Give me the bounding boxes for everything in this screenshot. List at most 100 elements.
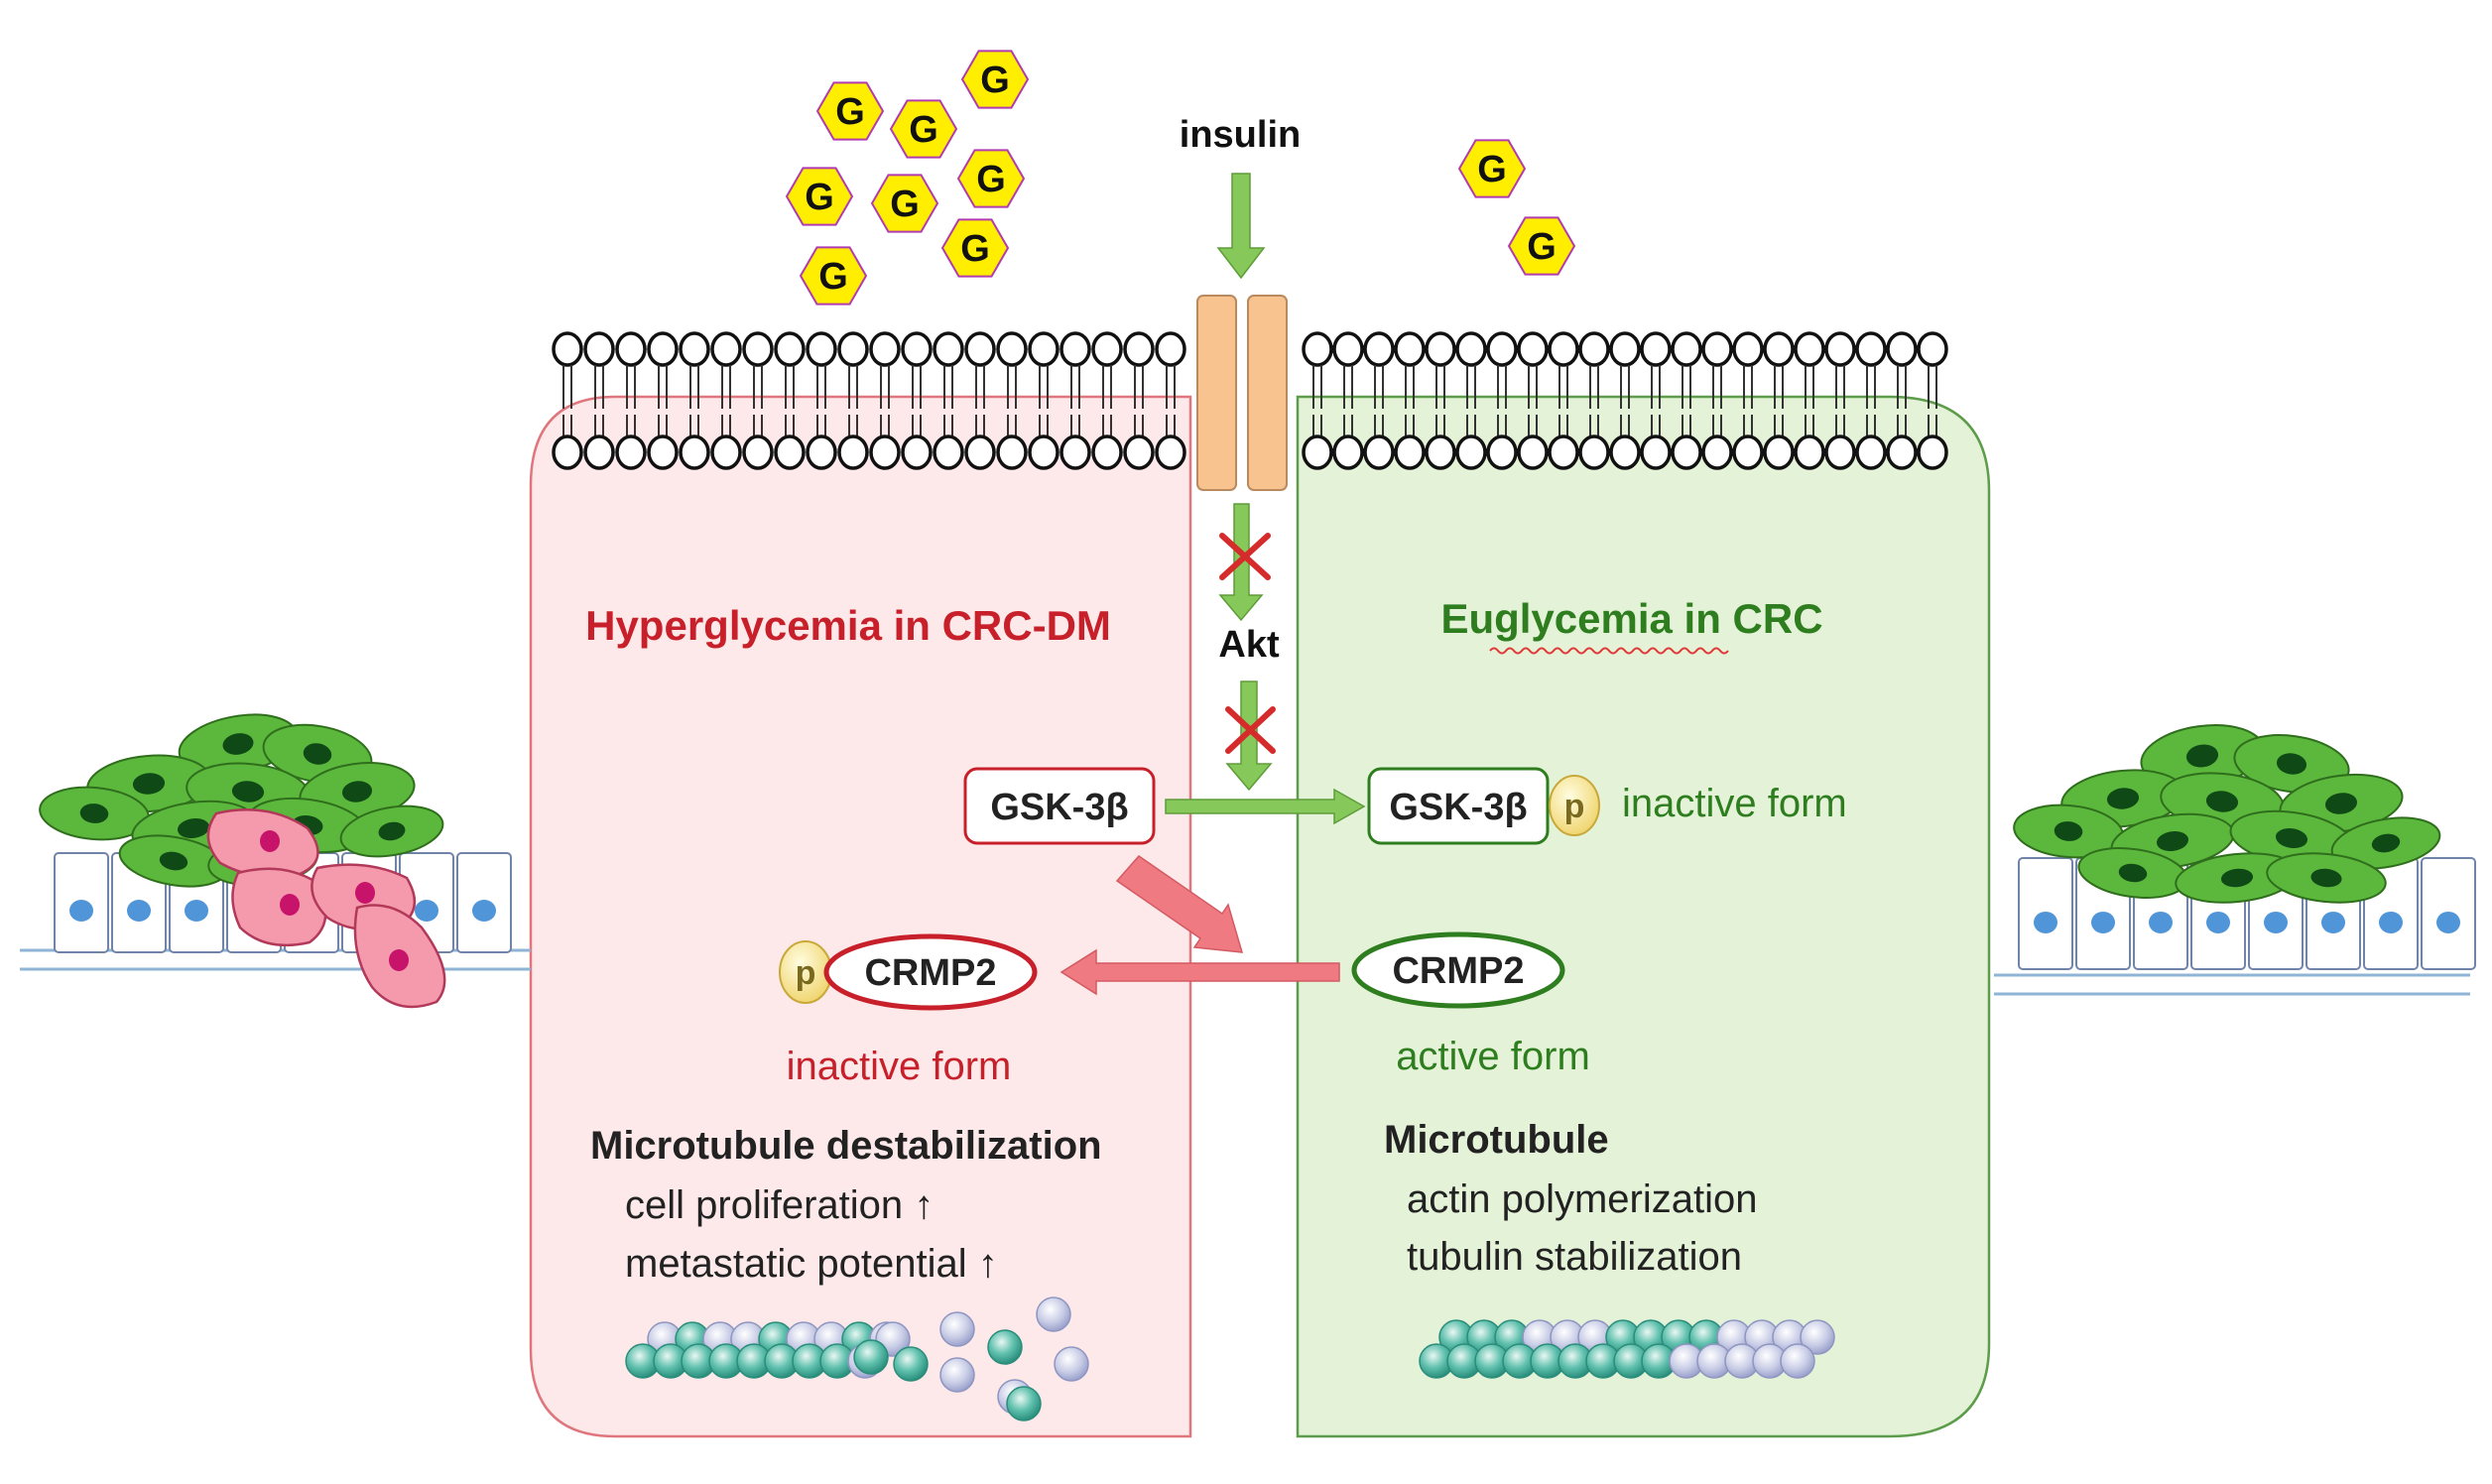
cell-nucleus [415,900,438,922]
lipid-head-outer [1455,331,1487,367]
glucose-hexagon [940,218,1010,278]
lipid-head-outer [1123,331,1155,367]
insulin-arrow [1216,173,1266,280]
tubulin-bead [1036,1297,1071,1332]
lipid-head-outer [869,331,901,367]
lipid-head-inner [1548,434,1579,470]
metastatic-cells-left [206,808,446,1009]
lipid-head-inner [1763,434,1795,470]
lipid-head-inner [679,434,710,470]
green-cell [2330,816,2441,870]
crmp2-right-form: active form [1396,1035,1590,1078]
lipid-head-inner [1091,434,1123,470]
green-cells-left [39,713,444,888]
lipid-head-inner [837,434,869,470]
crmp2-right-ellipse [1351,931,1565,1009]
crmp2-left-label: CRMP2 [864,952,996,994]
lipid-head-inner [1578,434,1610,470]
crmp2-phosphorylation-arrow [1059,948,1340,996]
green-cell-nucleus [2106,788,2140,809]
lipid-head-outer [615,331,647,367]
green-cell-nucleus [2220,868,2254,888]
lipid-head-outer [1886,331,1918,367]
glucose-label: G [1477,149,1507,190]
cell-nucleus [2436,911,2460,933]
cell-nucleus [2206,911,2230,933]
glucose-hexagon [870,174,939,233]
lipid-head-inner [1155,434,1186,470]
green-cell-nucleus [2324,793,2358,814]
tubulin-bead [1006,1386,1042,1422]
glucose-molecule: G [785,167,854,226]
right-panel-title: Euglycemia in CRC [1440,595,1822,642]
lipid-head-inner [1425,434,1456,470]
lipid-head-outer [964,331,996,367]
metastatic-cell [231,867,327,947]
tubulin-bead [853,1339,889,1375]
lipid-head-outer [901,331,933,367]
lipid-head-inner [774,434,806,470]
green-cell-nucleus [231,781,265,803]
lipid-head-outer [1517,331,1549,367]
phospho-right-icon [1549,775,1600,836]
lipid-head-inner [1059,434,1091,470]
glucose-label: G [890,184,920,225]
cell-nucleus [185,900,208,922]
right-cell-panel [1296,395,1991,1438]
glucose-hexagon [889,99,958,159]
lipid-head-outer [1640,331,1672,367]
membrane-left [552,331,1186,470]
glucose-molecule: G [799,246,868,306]
lipid-head-outer [1763,331,1795,367]
stable-microtubule [1419,1319,1835,1379]
crmp2-left-ellipse [823,933,1038,1011]
lipid-head-inner [1701,434,1733,470]
gsk-to-crmp2-arrow [1115,855,1244,953]
lipid-head-inner [552,434,583,470]
gsk3b-left-box [963,767,1156,845]
membrane-right [1302,331,1948,470]
destabilized-microtubule [625,1297,1089,1422]
glucose-molecule: G [889,99,958,159]
lipid-head-inner [1824,434,1856,470]
lipid-head-inner [710,434,742,470]
tubulin-bead [1780,1343,1815,1379]
lipid-head-inner [615,434,647,470]
cell-nucleus [127,900,151,922]
green-cell-nucleus [2275,827,2308,849]
glucose-label: G [960,228,990,270]
lipid-head-inner [996,434,1028,470]
green-cell-nucleus [2054,821,2083,841]
lipid-head-outer [1363,331,1395,367]
glucose-label: G [818,256,848,298]
lipid-head-inner [583,434,615,470]
glucose-label: G [976,159,1006,200]
lipid-head-outer [1794,331,1825,367]
lipid-head-outer [710,331,742,367]
green-cell-nucleus [132,773,166,795]
crmp2-left-form: inactive form [787,1045,1012,1088]
lipid-head-outer [1091,331,1123,367]
right-outcome-line1: actin polymerization [1407,1177,1758,1221]
lipid-head-inner [1028,434,1059,470]
green-cells-right [2013,724,2441,904]
green-cell-nucleus [2156,830,2189,852]
lipid-head-inner [1609,434,1641,470]
lipid-head-outer [647,331,679,367]
lipid-head-outer [1917,331,1948,367]
lipid-head-outer [1425,331,1456,367]
glucose-molecule: G [815,81,885,141]
lipid-head-inner [806,434,837,470]
lipid-head-outer [1059,331,1091,367]
lipid-head-outer [1302,331,1333,367]
glucose-molecule: G [870,174,939,233]
glucose-hexagon [815,81,885,141]
lipid-head-inner [1855,434,1887,470]
tumor-tissue-left [20,713,531,1009]
tubulin-bead [893,1346,929,1382]
receptor-channel-left [1196,295,1237,491]
glucose-hexagon [960,50,1030,109]
green-cell-nucleus [303,743,332,765]
